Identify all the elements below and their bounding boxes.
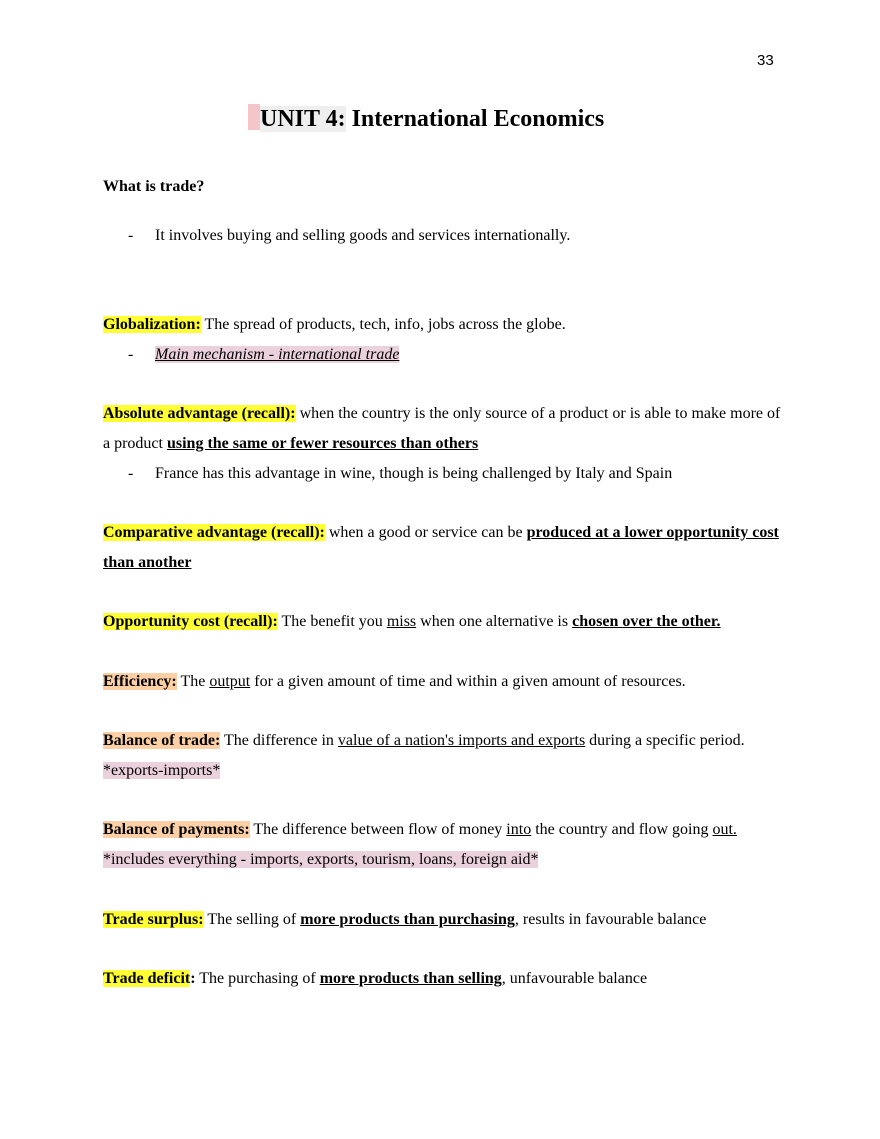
term-label: Balance of trade:	[103, 732, 221, 749]
definition-comparative-advantage: Comparative advantage (recall): when a g…	[103, 518, 783, 578]
definition-note: *includes everything - imports, exports,…	[103, 851, 539, 868]
definition-opportunity-cost: Opportunity cost (recall): The benefit y…	[103, 607, 783, 637]
term-label: Absolute advantage (recall):	[103, 405, 296, 422]
definition-underlined: out.	[712, 821, 737, 838]
definition-text: when the country is the only source of a…	[103, 405, 781, 452]
dash-bullet-icon: -	[128, 465, 134, 482]
bullet-item: - Main mechanism - international trade	[103, 340, 783, 370]
title-highlight-marker	[248, 104, 260, 130]
bullet-text: It involves buying and selling goods and…	[155, 227, 571, 244]
definition-text: The	[176, 673, 210, 690]
page-number: 33	[757, 52, 774, 69]
term-label: Trade surplus:	[103, 911, 204, 928]
term-label: Opportunity cost (recall):	[103, 613, 278, 630]
term-label: Globalization:	[103, 316, 201, 333]
bullet-text: Main mechanism - international trade	[155, 346, 400, 363]
definition-text: The spread of products, tech, info, jobs…	[200, 316, 566, 333]
definition-text: The difference in	[220, 732, 338, 749]
definition-balance-of-trade: Balance of trade: The difference in valu…	[103, 726, 783, 786]
dash-bullet-icon: -	[128, 227, 134, 244]
definition-text: for a given amount of time and within a …	[250, 673, 686, 690]
definition-trade-surplus: Trade surplus: The selling of more produ…	[103, 905, 783, 935]
term-colon: :	[190, 970, 196, 987]
title-prefix: UNIT 4:	[260, 106, 346, 132]
definition-note: *exports-imports*	[103, 762, 221, 779]
bullet-text: France has this advantage in wine, thoug…	[155, 465, 673, 482]
definition-underlined: value of a nation's imports and exports	[337, 732, 586, 749]
definition-text: when one alternative is	[416, 613, 573, 630]
term-label: Balance of payments:	[103, 821, 250, 838]
definition-trade-deficit: Trade deficit: The purchasing of more pr…	[103, 964, 783, 994]
definition-balance-of-payments: Balance of payments: The difference betw…	[103, 815, 783, 875]
definition-emphasis: produced at a lower opportunity cost tha…	[103, 524, 779, 571]
definition-underlined: miss	[386, 613, 417, 630]
definition-text: the country and flow going	[531, 821, 713, 838]
definition-emphasis: more products than selling	[319, 970, 502, 987]
definition-emphasis: using the same or fewer resources than o…	[166, 435, 479, 452]
definition-emphasis: chosen over the other.	[572, 613, 721, 630]
term-label: Trade deficit	[103, 970, 191, 987]
definition-text: The purchasing of	[195, 970, 320, 987]
definition-text: The benefit you	[277, 613, 387, 630]
definition-text: when a good or service can be	[324, 524, 527, 541]
definition-underlined: output	[209, 673, 251, 690]
definition-text: The selling of	[203, 911, 301, 928]
title-text: International Economics	[345, 106, 605, 132]
definition-absolute-advantage: Absolute advantage (recall): when the co…	[103, 399, 783, 489]
page-title: UNIT 4: International Economics	[248, 104, 604, 134]
dash-bullet-icon: -	[128, 346, 134, 363]
section-heading: What is trade?	[103, 178, 205, 195]
definition-emphasis: more products than purchasing	[300, 911, 515, 928]
definition-underlined: into	[506, 821, 532, 838]
bullet-item: - France has this advantage in wine, tho…	[103, 459, 783, 489]
definition-text: during a specific period.	[585, 732, 745, 749]
section-what-is-trade: What is trade? - It involves buying and …	[103, 172, 783, 251]
definition-text: , unfavourable balance	[501, 970, 648, 987]
definition-efficiency: Efficiency: The output for a given amoun…	[103, 667, 783, 697]
definition-text: , results in favourable balance	[514, 911, 707, 928]
definition-text: The difference between flow of money	[249, 821, 507, 838]
bullet-item: - It involves buying and selling goods a…	[103, 221, 783, 251]
term-label: Efficiency:	[103, 673, 177, 690]
term-label: Comparative advantage (recall):	[103, 524, 325, 541]
definition-globalization: Globalization: The spread of products, t…	[103, 310, 783, 370]
